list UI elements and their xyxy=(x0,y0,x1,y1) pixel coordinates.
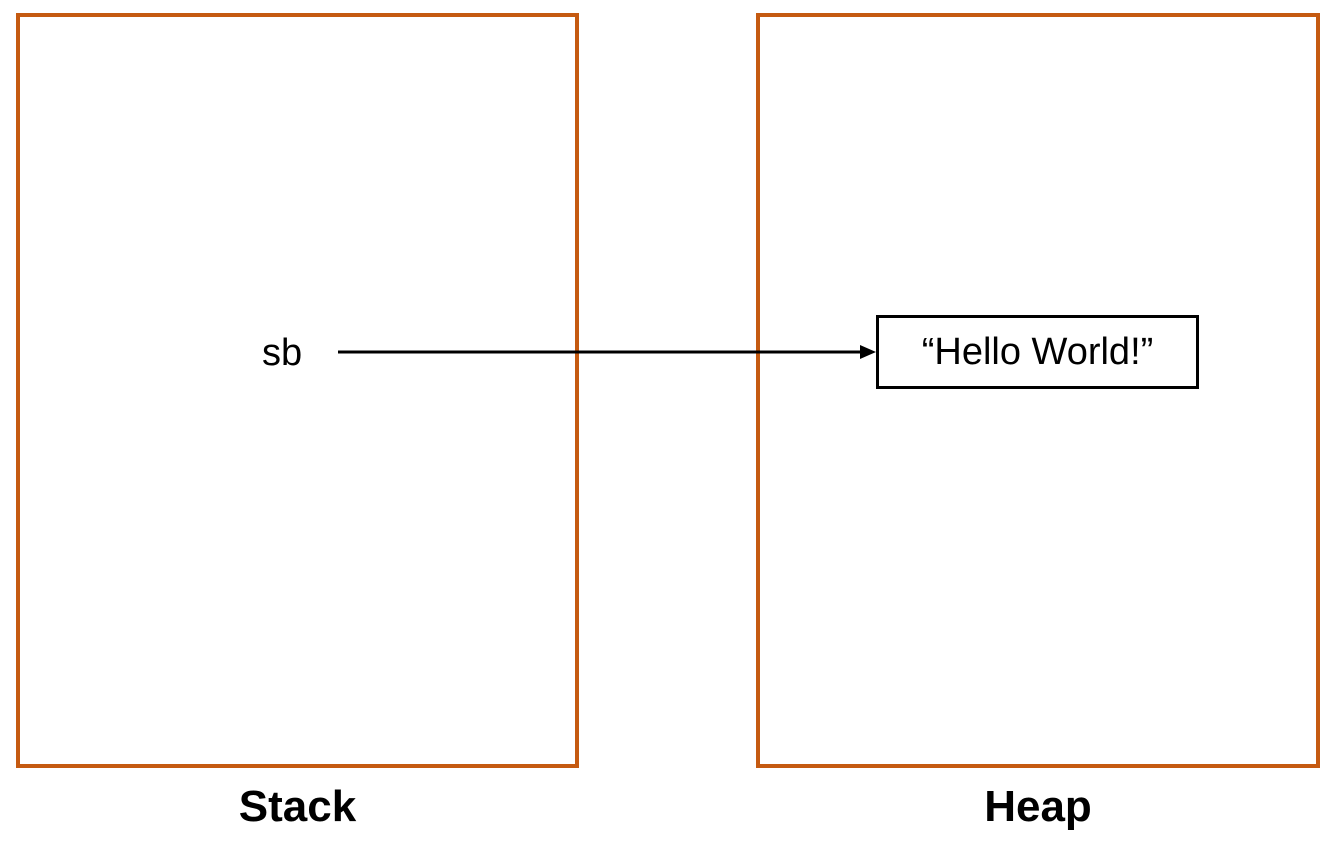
stack-variable-sb: sb xyxy=(262,332,303,374)
heap-string-object: “Hello World!” xyxy=(876,315,1199,389)
heap-string-value: “Hello World!” xyxy=(921,331,1154,373)
stack-label: Stack xyxy=(238,782,357,831)
stack-region xyxy=(16,13,579,768)
heap-region xyxy=(756,13,1320,768)
heap-label: Heap xyxy=(984,782,1092,831)
